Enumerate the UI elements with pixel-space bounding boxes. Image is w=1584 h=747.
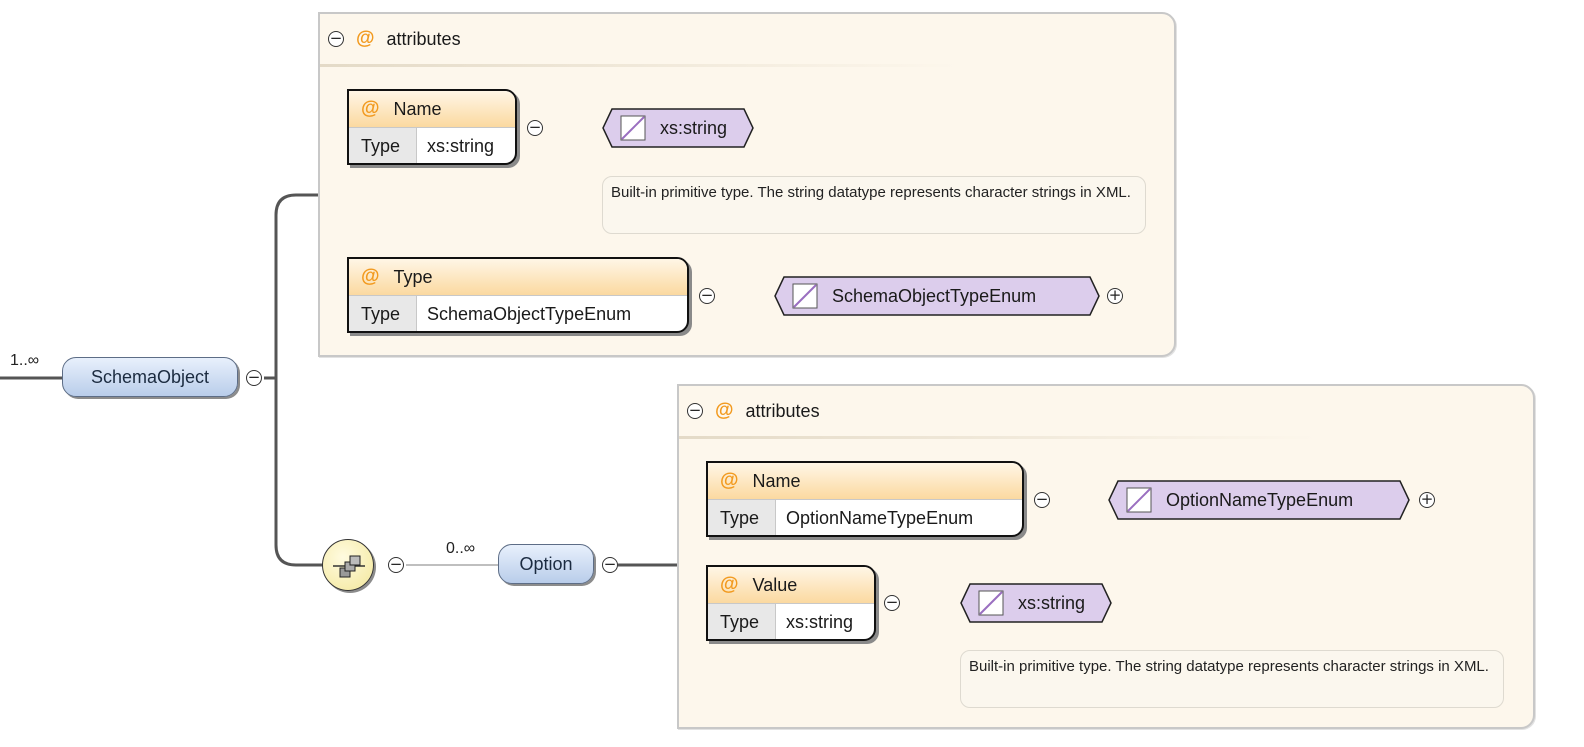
type-value: xs:string	[417, 128, 495, 163]
type-key: Type	[708, 604, 776, 639]
attributes-collapse-button[interactable]: −	[687, 401, 703, 419]
type-key: Type	[349, 296, 417, 331]
simple-type-label: OptionNameTypeEnum	[1166, 489, 1354, 510]
simple-type-icon	[620, 115, 646, 141]
attribute-name-label: Name	[393, 98, 442, 119]
attributes-group-header: − @ attributes	[687, 400, 820, 422]
at-icon: @	[720, 574, 739, 595]
attribute-value-box[interactable]: @ Value Type xs:string	[706, 565, 876, 641]
name-collapse-button[interactable]: −	[527, 118, 543, 136]
type-key: Type	[708, 500, 776, 535]
simple-type-label: xs:string	[660, 117, 728, 138]
attribute-option-name-box[interactable]: @ Name Type OptionNameTypeEnum	[706, 461, 1024, 537]
schemaobject-collapse-button[interactable]: −	[246, 368, 262, 386]
simple-type-xs-string[interactable]: xs:string	[960, 583, 1112, 623]
type-value: xs:string	[776, 604, 854, 639]
option-name-collapse-button[interactable]: −	[1034, 490, 1050, 508]
optionnametypeenum-expand-button[interactable]: +	[1419, 490, 1435, 508]
attributes-group-header: − @ attributes	[328, 28, 461, 50]
divider	[320, 64, 960, 67]
schemaobjecttypeenum-expand-button[interactable]: +	[1107, 286, 1123, 304]
simple-type-label: xs:string	[1018, 592, 1086, 613]
root-bracket	[274, 193, 326, 567]
hexagon-shape	[774, 276, 1100, 316]
attribute-name-label: Value	[752, 574, 798, 595]
at-icon: @	[356, 28, 375, 49]
attributes-collapse-button[interactable]: −	[328, 29, 344, 47]
root-cardinality: 1..∞	[10, 352, 40, 369]
attributes-label: attributes	[386, 28, 461, 49]
attribute-name-label: Name	[752, 470, 801, 491]
attribute-name-label: Type	[393, 266, 433, 287]
sequence-compositor[interactable]	[322, 539, 374, 591]
attribute-type-box[interactable]: @ Type Type SchemaObjectTypeEnum	[347, 257, 689, 333]
simple-type-schemaobjecttypeenum[interactable]: SchemaObjectTypeEnum	[774, 276, 1100, 316]
xs-string-tooltip: Built-in primitive type. The string data…	[602, 176, 1146, 234]
option-element[interactable]: Option	[498, 544, 594, 584]
type-value: OptionNameTypeEnum	[776, 500, 974, 535]
simple-type-icon	[792, 283, 818, 309]
simple-type-xs-string[interactable]: xs:string	[602, 108, 754, 148]
simple-type-label: SchemaObjectTypeEnum	[832, 285, 1037, 306]
schemaobject-element[interactable]: SchemaObject	[62, 357, 238, 397]
attribute-name-box[interactable]: @ Name Type xs:string	[347, 89, 517, 165]
at-icon: @	[715, 400, 734, 421]
type-value: SchemaObjectTypeEnum	[417, 296, 632, 331]
hexagon-shape	[1108, 480, 1410, 520]
sequence-compositor-icon	[333, 555, 365, 578]
option-collapse-button[interactable]: −	[602, 555, 618, 573]
xs-string-tooltip: Built-in primitive type. The string data…	[960, 650, 1504, 708]
type-key: Type	[349, 128, 417, 163]
divider	[679, 436, 1319, 439]
sequence-collapse-button[interactable]: −	[388, 555, 404, 573]
type-collapse-button[interactable]: −	[699, 286, 715, 304]
value-collapse-button[interactable]: −	[884, 593, 900, 611]
option-cardinality: 0..∞	[446, 540, 476, 557]
simple-type-optionnametypeenum[interactable]: OptionNameTypeEnum	[1108, 480, 1410, 520]
at-icon: @	[720, 470, 739, 491]
at-icon: @	[361, 98, 380, 119]
simple-type-icon	[978, 590, 1004, 616]
attributes-label: attributes	[745, 400, 820, 421]
simple-type-icon	[1126, 487, 1152, 513]
at-icon: @	[361, 266, 380, 287]
